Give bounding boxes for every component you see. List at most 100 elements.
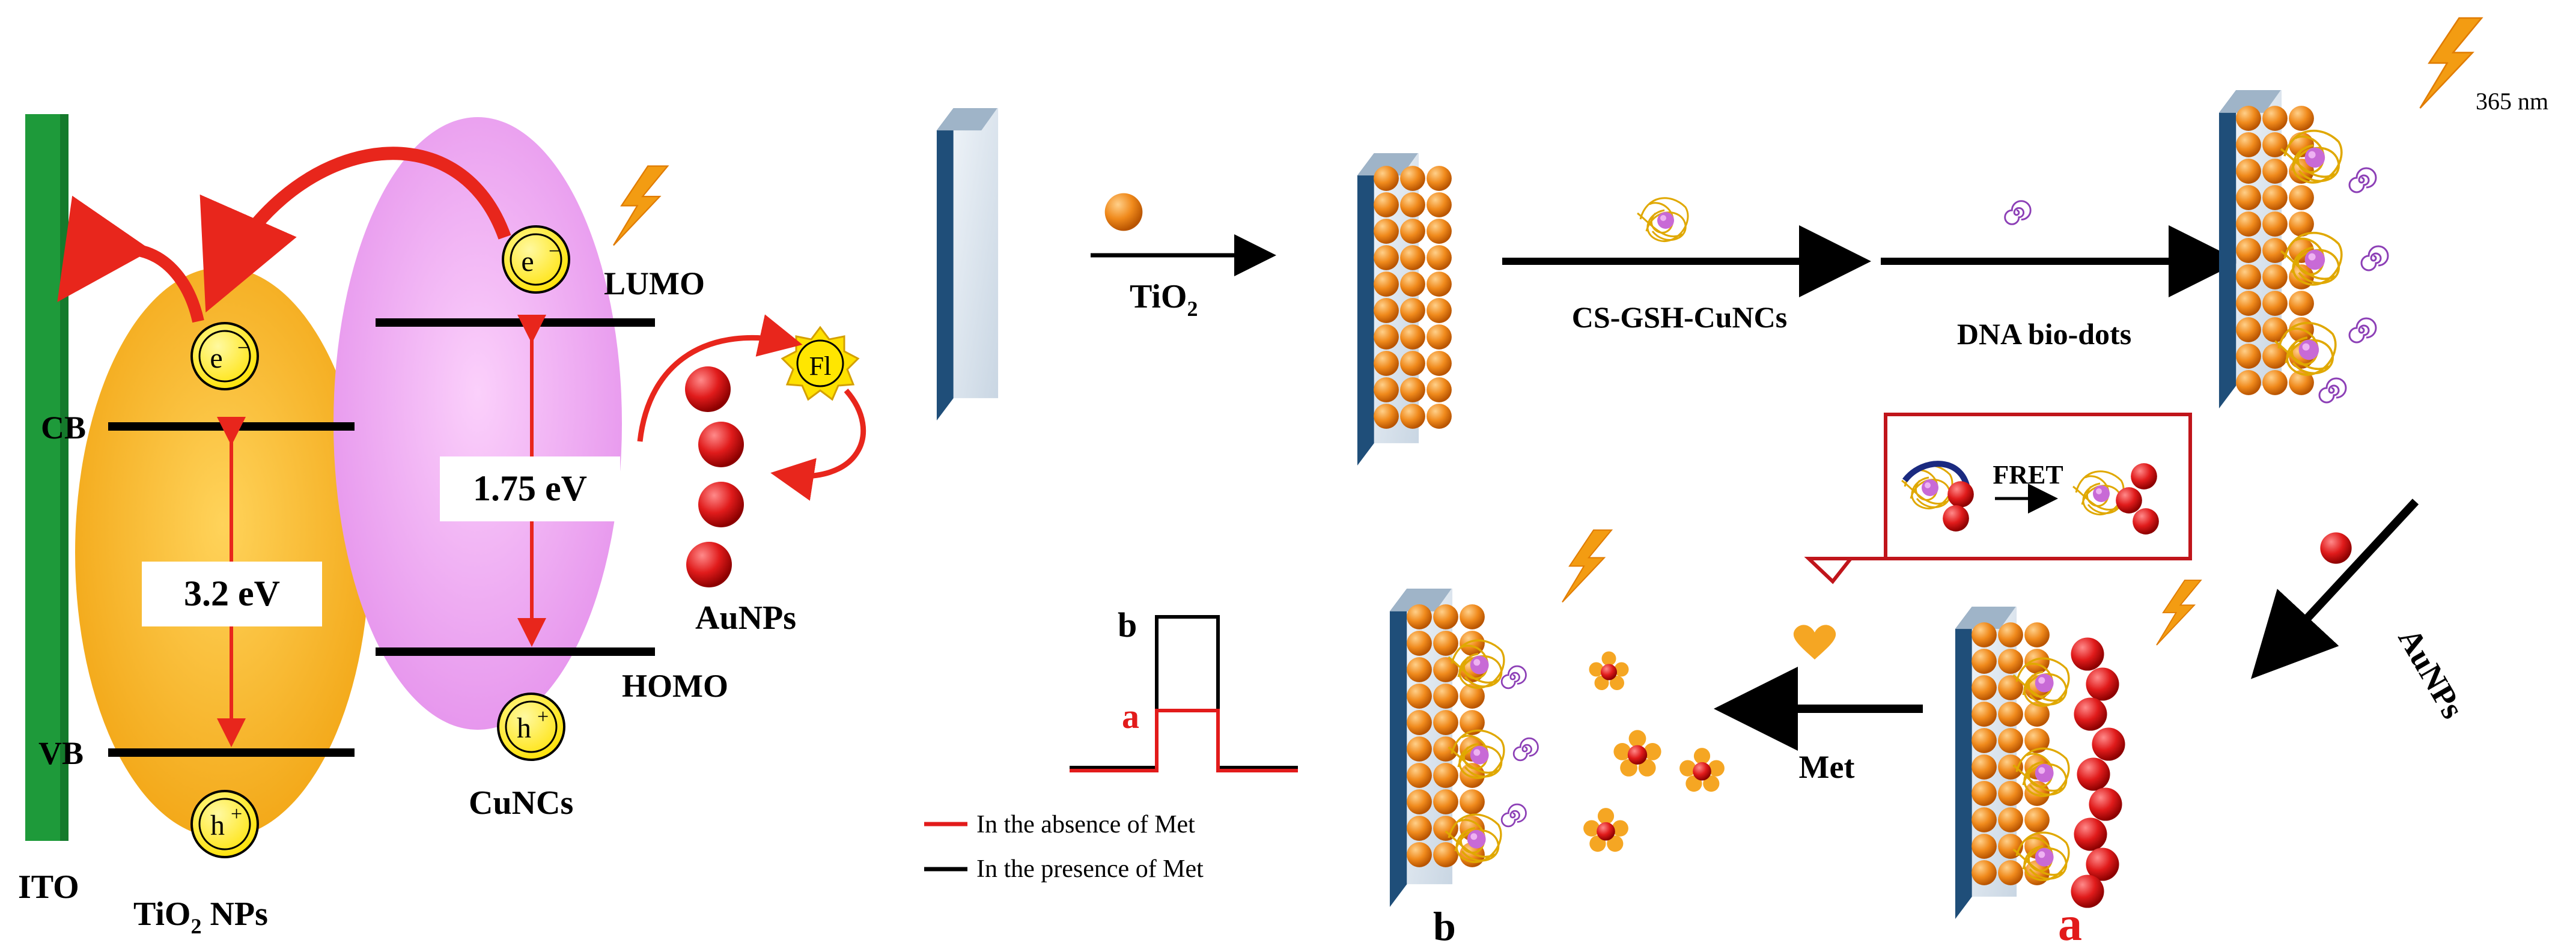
signal-trace-b: [1070, 615, 1298, 769]
tio2-sphere: [1374, 245, 1399, 270]
tio2-sphere: [1407, 736, 1432, 762]
dna-bio-dots-electrode: [2218, 90, 2389, 408]
tio2-sphere: [2236, 132, 2261, 157]
signal-plot: b a: [1070, 605, 1298, 772]
tio2-sphere: [1998, 781, 2023, 806]
step1-label: TiO2: [1130, 278, 1198, 321]
tio2-sphere: [1998, 702, 2023, 727]
tio2-sphere: [2262, 370, 2288, 395]
tio2-sphere: [2236, 211, 2261, 237]
tio2-sphere: [2024, 807, 2050, 832]
energy-transfer-arrow-to-fl: [637, 314, 803, 442]
bound-aunp: [2092, 727, 2125, 761]
tio2-sphere: [1400, 166, 1425, 191]
tio2-sphere: [1427, 324, 1452, 350]
energy-transfer-arrow-fl-to-aunps: [770, 389, 866, 501]
svg-text:Fl: Fl: [809, 351, 832, 381]
tio2-sphere: [1407, 710, 1432, 735]
tio2-sphere: [1433, 816, 1458, 841]
bound-aunp: [2071, 637, 2104, 671]
tio2-sphere: [1400, 271, 1425, 297]
tio2-sphere: [1427, 245, 1452, 270]
tio2-sphere: [1400, 377, 1425, 402]
bound-aunp: [2077, 757, 2110, 791]
tio2-sphere: [1998, 622, 2023, 647]
tio2-sphere: [1972, 754, 1997, 780]
tio2-gap-label: 3.2 eV: [184, 574, 280, 613]
tio2-sphere: [1400, 298, 1425, 323]
tio2-sphere: [1400, 351, 1425, 376]
tio2-sphere: [1998, 649, 2023, 674]
aunps-column: [685, 366, 744, 587]
tio2-sphere: [2289, 106, 2314, 131]
step5-label: Met: [1799, 749, 1855, 785]
tio2-sphere: [1374, 192, 1399, 217]
tio2-sphere: [1374, 166, 1399, 191]
tio2-sphere: [1407, 816, 1432, 841]
svg-text:e: e: [521, 246, 534, 277]
fluorophore-badge: Fl: [781, 326, 860, 401]
tio2-sphere: [1433, 604, 1458, 629]
tio2-sphere: [1407, 763, 1432, 788]
tio2-sphere: [2262, 291, 2288, 316]
tio2-sphere: [1433, 842, 1458, 867]
aunp-icon: [2320, 532, 2352, 564]
tio2-sphere: [1427, 219, 1452, 244]
vb-label: VB: [38, 735, 84, 771]
step2-label: CS-GSH-CuNCs: [1572, 300, 1787, 334]
tio2-sphere: [1400, 324, 1425, 350]
tio2-sphere: [2262, 132, 2288, 157]
tio2-sphere: [1374, 404, 1399, 429]
cs-gsh-cuncs-icon: [1636, 197, 1689, 243]
state-b-flash-icon: [1561, 529, 1613, 603]
tio2-sphere: [1998, 728, 2023, 753]
signal-label-a: a: [1122, 697, 1139, 736]
tio2-sphere: [1407, 631, 1432, 656]
tio2-sphere: [1972, 728, 1997, 753]
tio2-sphere: [1460, 604, 1485, 629]
tio2-sphere: [1998, 860, 2023, 885]
tio2-sphere: [1972, 622, 1997, 647]
signal-legend: In the absence of Met In the presence of…: [924, 811, 1204, 883]
step3-label: DNA bio-dots: [1957, 317, 2131, 351]
tio2-sphere: [2262, 317, 2288, 342]
aunps-label: AuNPs: [695, 599, 796, 637]
tio2-sphere: [2236, 159, 2261, 184]
tio2-sphere: [1407, 657, 1432, 682]
step4-arrow: [2250, 499, 2419, 679]
tio2-sphere: [2236, 370, 2261, 395]
tio2-sphere: [1972, 860, 1997, 885]
homo-label: HOMO: [622, 668, 728, 704]
tio2-electron: e −: [190, 322, 259, 390]
tio2-sphere: [2236, 185, 2261, 210]
light-flash-icon: [612, 165, 669, 246]
tio2-sphere: [1433, 763, 1458, 788]
tio2-sphere: [1460, 789, 1485, 814]
tio2-sphere-icon: [1104, 193, 1143, 231]
svg-text:h: h: [210, 810, 225, 841]
svg-text:h: h: [517, 712, 531, 744]
svg-text:+: +: [537, 706, 549, 728]
cuncs-hole: h +: [497, 693, 565, 761]
tio2-sphere: [1374, 271, 1399, 297]
tio2-sphere: [2262, 159, 2288, 184]
svg-text:−: −: [237, 337, 249, 359]
state-b-electrode: [1389, 589, 1539, 907]
tio2-sphere: [1427, 271, 1452, 297]
tio2-sphere: [2236, 344, 2261, 369]
ito-label: ITO: [18, 869, 79, 906]
tio2-sphere: [1407, 604, 1432, 629]
fret-label: FRET: [1993, 460, 2063, 490]
tio2-sphere: [1374, 298, 1399, 323]
tio2-sphere: [1998, 754, 2023, 780]
tio2-modified-electrode: [1357, 153, 1452, 465]
tio2-sphere: [2262, 211, 2288, 237]
tio2-sphere: [1433, 684, 1458, 709]
tio2-sphere: [1400, 219, 1425, 244]
tio2-sphere: [1433, 789, 1458, 814]
tio2-sphere: [1407, 684, 1432, 709]
step4-label: AuNPs: [2392, 622, 2471, 724]
bare-ito-electrode: [936, 108, 999, 420]
bound-aunp: [2074, 817, 2107, 851]
